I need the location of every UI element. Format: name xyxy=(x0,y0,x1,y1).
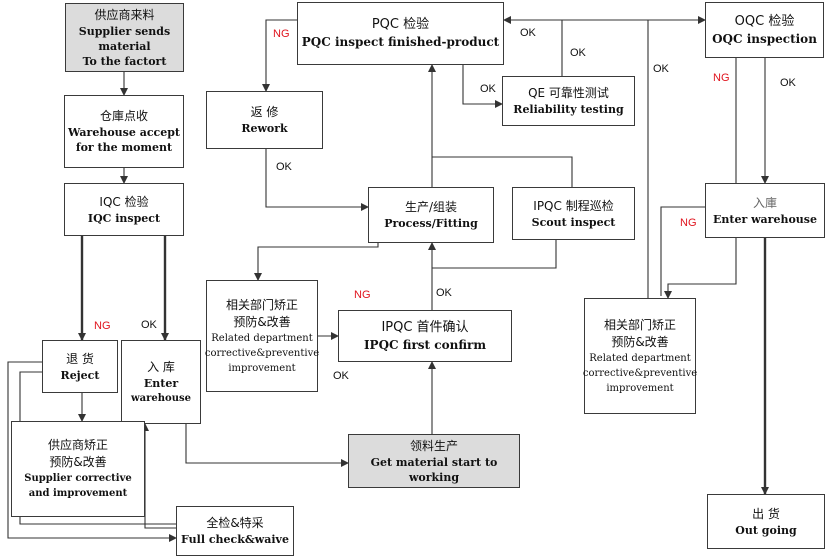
node-en: improvement xyxy=(606,382,674,394)
node-en: Related department xyxy=(589,352,691,364)
arrow-pqc-to-qe xyxy=(462,65,503,108)
node-dept-left: 相关部门矫正 预防&改善 Related department correcti… xyxy=(204,280,320,392)
node-en: Supplier corrective xyxy=(24,473,132,484)
node-warehouse-accept: 仓庫点收 Warehouse accept for the moment xyxy=(64,95,184,168)
label-ng-first-confirm: NG xyxy=(354,289,371,301)
node-full-check: 全检&特采 Full check&waive xyxy=(176,506,294,556)
node-process: 生产/组装 Process/Fitting xyxy=(368,187,494,243)
node-en: corrective&preventive xyxy=(204,347,320,359)
arrow-ng-first-to-dept-left xyxy=(254,243,379,281)
node-zh: 生产/组装 xyxy=(404,200,458,214)
node-en: Enter warehouse xyxy=(712,212,817,226)
arrow-pqc-to-rework xyxy=(262,19,297,92)
label-ng-iqc: NG xyxy=(94,320,111,332)
node-en: Related department xyxy=(211,332,313,344)
node-zh: QE 可靠性测试 xyxy=(528,86,609,100)
node-reject: 退 货 Reject xyxy=(42,340,118,393)
node-supplier-material: 供应商来料 Supplier sends material To the fac… xyxy=(65,3,184,72)
node-qe: QE 可靠性测试 Reliability testing xyxy=(502,76,635,126)
node-zh: 仓庫点收 xyxy=(99,109,148,123)
node-zh: IPQC 首件确认 xyxy=(381,319,469,335)
node-en: warehouse xyxy=(131,392,191,404)
label-ok-rework: OK xyxy=(276,161,292,173)
node-en: To the factort xyxy=(82,54,167,68)
label-ok-first-confirm: OK xyxy=(436,287,452,299)
node-zh: 退 货 xyxy=(66,351,94,366)
node-en: corrective&preventive xyxy=(582,367,698,379)
node-en: Out going xyxy=(735,523,797,537)
node-en: for the moment xyxy=(75,141,173,154)
node-zh: 相关部门矫正 xyxy=(225,297,298,312)
node-en: IQC inspect xyxy=(87,211,161,225)
label-ok-oqc-enter: OK xyxy=(780,77,796,89)
node-en: PQC inspect finished-product xyxy=(301,35,500,49)
node-zh: 入庫 xyxy=(752,195,777,210)
label-ok-dept-left: OK xyxy=(333,370,349,382)
node-oqc: OQC 检验 OQC inspection xyxy=(705,2,824,58)
line-reject-to-full-check xyxy=(7,361,177,542)
node-out-going: 出 货 Out going xyxy=(707,494,825,549)
node-en: Rework xyxy=(241,122,288,135)
node-en: Supplier sends material xyxy=(78,24,171,53)
node-en: Get material start to working xyxy=(370,455,498,484)
node-zh: 返 修 xyxy=(250,105,279,119)
node-zh: IQC 检验 xyxy=(99,194,149,209)
arrow-full-check-to-enter xyxy=(141,423,176,529)
node-supplier-corrective: 供应商矫正 预防&改善 Supplier corrective and impr… xyxy=(11,421,145,517)
node-zh: 预防&改善 xyxy=(233,314,291,329)
node-en: and improvement xyxy=(28,488,128,499)
node-pqc: PQC 检验 PQC inspect finished-product xyxy=(297,2,504,65)
node-ipqc-first: IPQC 首件确认 IPQC first confirm xyxy=(338,310,512,362)
arrow-oqc-ng-to-dept-right xyxy=(664,58,737,299)
node-zh: OQC 检验 xyxy=(734,13,795,29)
node-en: Warehouse accept xyxy=(68,126,180,139)
node-zh: 全检&特采 xyxy=(206,516,264,530)
node-zh: 供应商来料 xyxy=(94,7,155,22)
node-ipqc-scout: IPQC 制程巡检 Scout inspect xyxy=(512,187,635,240)
line-scout-to-process xyxy=(432,156,573,187)
node-en: Enter xyxy=(143,376,179,390)
label-ok-qe-pqc: OK xyxy=(570,47,586,59)
node-rework: 返 修 Rework xyxy=(206,91,323,149)
line-enter-warehouse-ng xyxy=(660,206,705,296)
node-en: Process/Fitting xyxy=(384,217,478,230)
label-ng-oqc: NG xyxy=(713,72,730,84)
label-ok-oqc: OK xyxy=(653,63,669,75)
node-dept-right: 相关部门矫正 预防&改善 Related department correcti… xyxy=(582,298,698,414)
label-ng-enter-warehouse: NG xyxy=(680,217,697,229)
node-zh: 入 库 xyxy=(147,359,175,374)
arrow-rework-to-process xyxy=(265,149,369,211)
node-enter-warehouse-oqc: 入庫 Enter warehouse xyxy=(705,183,825,238)
node-zh: 预防&改善 xyxy=(611,334,669,349)
label-ok-iqc: OK xyxy=(141,319,157,331)
label-ng-pqc-rework: NG xyxy=(273,28,290,40)
node-zh: PQC 检验 xyxy=(371,17,430,32)
node-enter-warehouse-iqc: 入 库 Enter warehouse xyxy=(121,340,201,424)
node-en: Reject xyxy=(60,368,100,382)
node-zh: 预防&改善 xyxy=(49,455,107,469)
node-zh: 供应商矫正 xyxy=(47,438,108,452)
label-ok-pqc-qe: OK xyxy=(480,83,496,95)
node-en: IPQC first confirm xyxy=(363,337,487,352)
node-en: Reliability testing xyxy=(513,103,624,116)
node-zh: 出 货 xyxy=(752,506,780,521)
node-zh: IPQC 制程巡检 xyxy=(533,198,614,213)
node-get-material: 领料生产 Get material start to working xyxy=(348,434,520,488)
arrow-enter-to-get-material xyxy=(185,412,349,467)
node-en: Full check&waive xyxy=(181,533,289,546)
node-en: OQC inspection xyxy=(712,31,817,46)
node-en: improvement xyxy=(228,362,296,374)
label-ok-pqc-oqc: OK xyxy=(520,27,536,39)
node-zh: 相关部门矫正 xyxy=(603,317,676,332)
node-iqc: IQC 检验 IQC inspect xyxy=(64,183,184,236)
node-en: Scout inspect xyxy=(531,215,616,229)
node-zh: 领料生产 xyxy=(409,438,458,453)
line-scout-bottom-to-process xyxy=(432,240,557,269)
